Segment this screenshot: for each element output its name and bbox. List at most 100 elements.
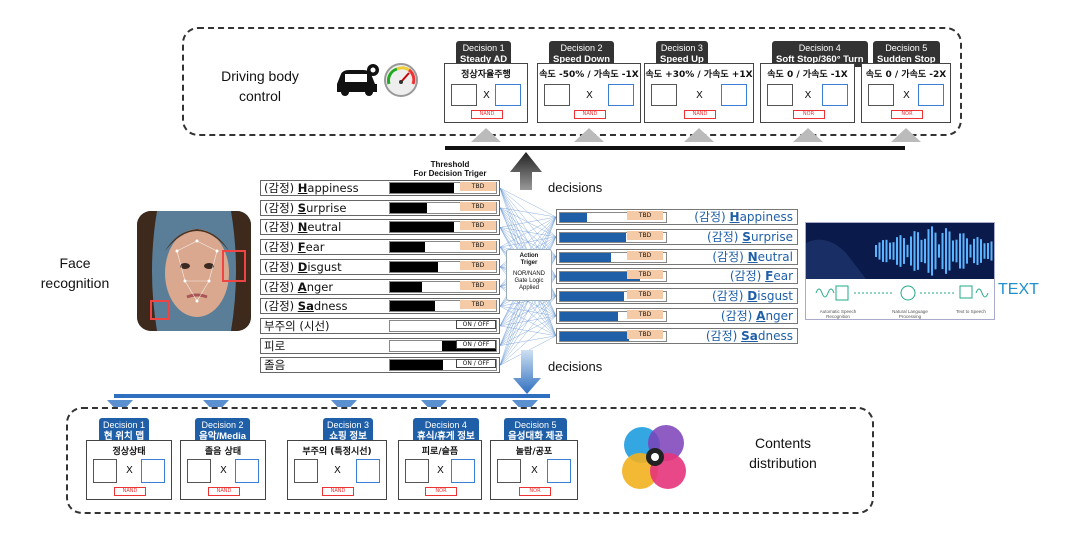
driving-decision-pointer (792, 128, 823, 142)
driving-decision-pointer (471, 128, 501, 142)
output-mini-box (822, 84, 848, 106)
bottom-divider-bar (114, 394, 550, 398)
left-signal-label: (감정) Disgust (264, 259, 342, 274)
right-signal-label: (감정) Anger (720, 309, 793, 323)
speech-processing-panel: Automatic Speech Recognition Natural Lan… (805, 222, 995, 320)
contents-decision-desc: 피로/슬픔 (421, 447, 459, 457)
right-signal-row: TBD(감정) Surprise (556, 228, 798, 245)
driving-decision-pointer (684, 128, 714, 142)
left-signal-label: (감정) Sadness (264, 299, 348, 314)
left-signal-label: (감정) Fear (264, 240, 325, 255)
speech-pipeline-icons (815, 285, 989, 301)
gate-label: NAND (208, 487, 240, 496)
right-signal-row: TBD(감정) Fear (556, 268, 798, 285)
left-signal-label: 부주의 (시선) (264, 318, 330, 333)
gate-label: NOR (891, 110, 923, 119)
left-signal-fill (390, 261, 438, 272)
right-signal-row: TBD(감정) Anger (556, 308, 798, 324)
tts-label: Text to Speech (956, 309, 986, 314)
left-signal-fill (390, 222, 454, 233)
right-signal-label: (감정) Disgust (712, 289, 793, 304)
decisions-down-label: decisions (548, 359, 603, 374)
left-signal-tag: TBD (460, 300, 496, 310)
multiply-mark: X (531, 465, 538, 476)
left-signal-fill (390, 301, 435, 312)
up-arrow (510, 152, 542, 190)
input-mini-box (651, 84, 677, 106)
multiply-mark: X (903, 90, 910, 101)
output-mini-box (721, 84, 747, 106)
right-signal-bar (559, 231, 667, 243)
input-mini-box (405, 459, 429, 483)
left-signal-label: 피로 (264, 338, 286, 353)
input-mini-box (868, 84, 894, 106)
multiply-mark: X (220, 465, 227, 476)
left-signal-label: (감정) Surprise (264, 200, 347, 215)
right-signal-bar (559, 311, 667, 322)
right-signal-label: (감정) Neutral (712, 249, 793, 264)
right-signal-fill (560, 292, 624, 302)
multiply-mark: X (334, 465, 341, 476)
contents-decision-desc: 정상상태 (112, 447, 146, 457)
contents-decision-desc: 졸음 상태 (204, 447, 242, 457)
gate-label: NAND (322, 487, 354, 496)
right-signal-fill (560, 232, 626, 242)
right-signal-tag: TBD (627, 270, 663, 280)
output-mini-box (495, 84, 521, 106)
right-signal-label: (감정) Happiness (694, 210, 793, 224)
voice-waveform-image (806, 223, 994, 279)
driving-decision-desc: 속도 +30% / 가속도 +1X (645, 70, 753, 80)
left-signal-label: 졸음 (264, 358, 286, 373)
right-signal-row: TBD(감정) Happiness (556, 209, 798, 225)
decisions-up-label: decisions (548, 180, 603, 195)
left-signal-row: (감정) Fear TBD (260, 239, 500, 256)
multiply-mark: X (696, 90, 703, 101)
output-mini-box (356, 459, 380, 483)
right-signal-bar (559, 251, 667, 263)
right-signal-row: TBD(감정) Disgust (556, 288, 798, 305)
output-mini-box (141, 459, 165, 483)
left-signal-row: (감정) Sadness TBD (260, 298, 500, 315)
right-signal-fill (560, 312, 619, 321)
action-trigger-box: Action Triger NOR/NAND Gate Logic Applie… (506, 249, 552, 301)
right-signal-fill (560, 331, 629, 341)
face-recognition-image (137, 211, 251, 331)
gate-label: NAND (574, 110, 606, 119)
driving-decision-box-3: 속도 +30% / 가속도 +1X X NAND (644, 63, 754, 123)
asr-label: Automatic Speech Recognition (819, 309, 857, 319)
nlp-label: Natural Language Processing (892, 309, 928, 319)
output-mini-box (918, 84, 944, 106)
contents-decision-box-2: 졸음 상태 X NAND (180, 440, 266, 500)
left-signal-tag: TBD (460, 241, 496, 251)
speedometer-icon (384, 63, 418, 97)
contents-decision-desc: 놀람/공포 (515, 447, 553, 457)
right-signal-tag: TBD (627, 230, 663, 240)
driving-decision-pointer (891, 128, 921, 142)
right-signal-tag: TBD (627, 250, 663, 260)
left-signal-tag: TBD (460, 182, 496, 191)
right-signal-fill (560, 272, 640, 282)
output-mini-box (547, 459, 571, 483)
gate-label: NAND (684, 110, 716, 119)
driving-decision-pointer (574, 128, 604, 142)
multiply-mark: X (804, 90, 812, 101)
left-signal-fill (390, 360, 443, 371)
